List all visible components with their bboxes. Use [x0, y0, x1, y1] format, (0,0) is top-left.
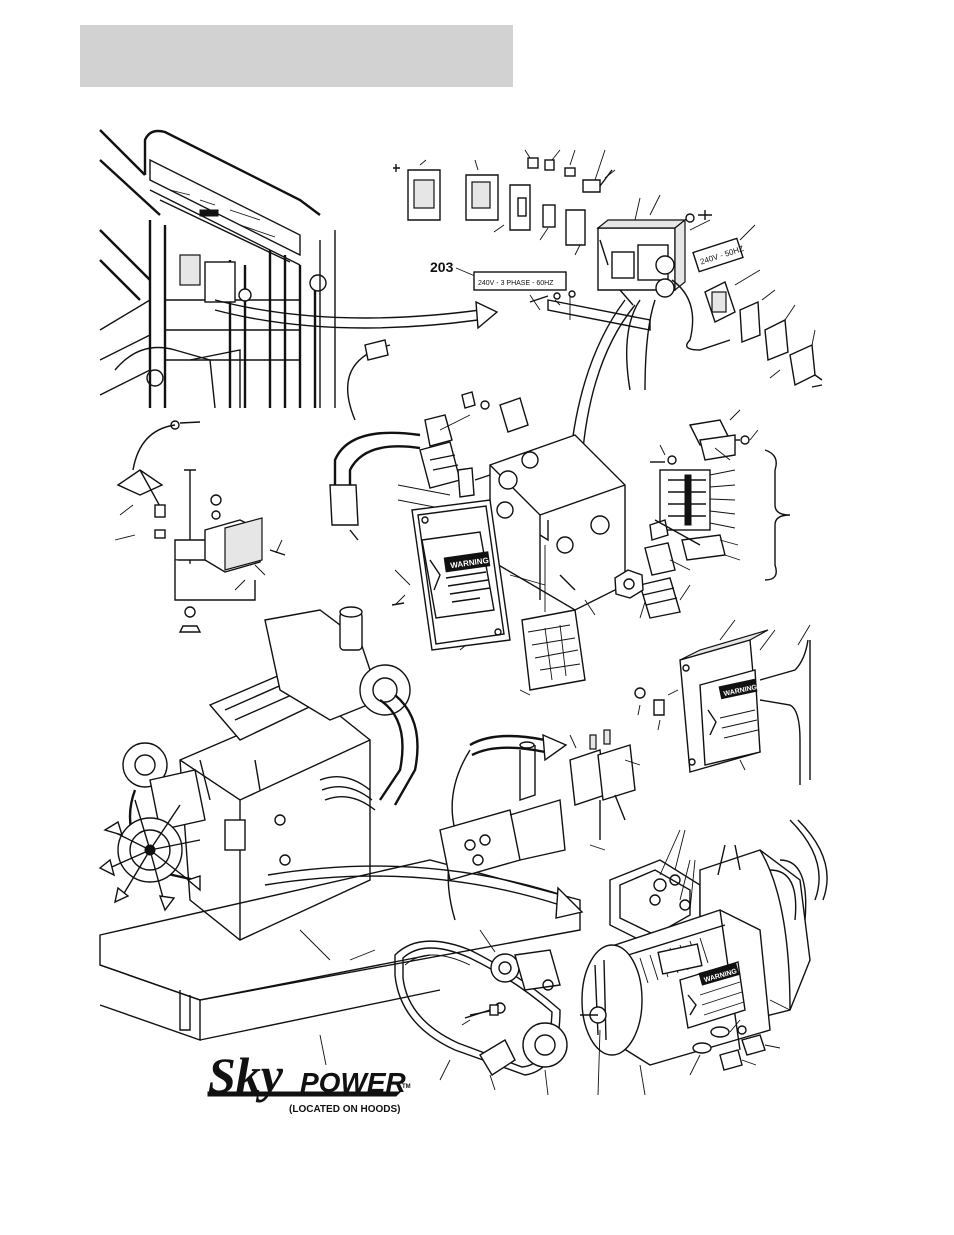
- right-junction-box: WARNING: [635, 620, 810, 785]
- callout-number: 203: [430, 259, 454, 275]
- phase-label: 240V - 3 PHASE - 60HZ: [478, 280, 554, 287]
- logo-power: POWER: [300, 1067, 407, 1098]
- relay-bracket: [115, 421, 285, 632]
- bolt-bottom: [465, 1005, 498, 1018]
- machine-frame-top: [100, 130, 335, 408]
- relay-pair: [570, 730, 640, 850]
- cable-hose: [330, 340, 420, 540]
- enclosure-exploded: [490, 435, 625, 615]
- glands-right: [615, 543, 690, 618]
- hose-to-relay: [440, 735, 566, 920]
- skypower-logo: Sky POWER TM (LOCATED ON HOODS): [208, 1035, 411, 1115]
- schematic-decal: [520, 610, 585, 695]
- control-parts-top: [393, 150, 615, 255]
- logo-caption: (LOCATED ON HOODS): [289, 1104, 400, 1115]
- arrow-top: [215, 300, 497, 328]
- right-side-parts: 240V - 50HZ: [686, 210, 822, 387]
- generator: WARNING: [580, 820, 827, 1095]
- logo-trademark: TM: [402, 1084, 411, 1090]
